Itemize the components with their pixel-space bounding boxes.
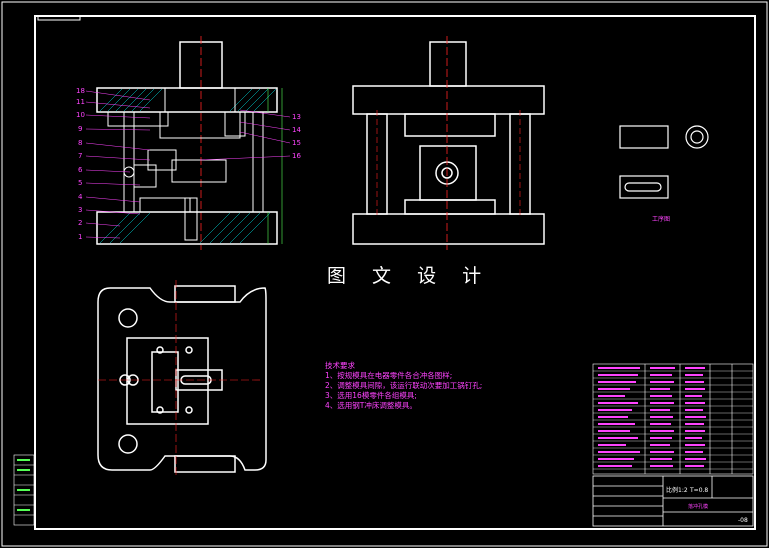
workpiece-label: 工序图 [652,215,670,223]
front-view [352,36,545,250]
label-10: 10 [76,111,85,119]
label-9: 9 [78,125,82,133]
label-13: 13 [292,113,301,121]
thickness-text: T=0.8 [689,487,708,494]
bom-table [592,363,754,475]
label-14: 14 [292,126,301,134]
part-labels-left: 18 11 10 9 8 7 6 5 4 3 2 1 [76,87,151,241]
label-18: 18 [76,87,85,95]
left-stamp-marks [17,459,30,511]
tech-item-3: 3、选用16模零件各组模具; [325,390,417,400]
code-box [37,15,81,21]
watermark-text: 图 文 设 计 [327,265,491,287]
tech-requirements: 技术要求 1、按规模具在电器零件各合冲各图样; 2、调整模具间隙，该运行联动次要… [325,360,482,410]
label-1: 1 [78,233,82,241]
scale-text: 比例1:2 [666,486,688,494]
tech-item-4: 4、选用钢T冲床调整模具。 [325,400,417,410]
plan-view [97,280,267,476]
sheet-number: -08 [738,517,748,524]
label-8: 8 [78,139,82,147]
workpiece-drawing [619,125,709,199]
part-labels-right: 13 14 15 16 [199,109,301,161]
tech-item-2: 2、调整模具间隙，该运行联动次要加工锅钉孔; [325,380,482,390]
left-stamp [13,454,35,526]
label-5: 5 [78,179,82,187]
label-11: 11 [76,98,85,106]
section-view [96,36,283,250]
label-4: 4 [78,193,83,201]
tech-title: 技术要求 [325,360,355,370]
label-2: 2 [78,219,82,227]
title-block [592,475,754,527]
label-3: 3 [78,206,82,214]
part-name-text: 落冲孔模 [688,503,708,510]
label-15: 15 [292,139,301,147]
label-16: 16 [292,152,301,160]
label-7: 7 [78,152,82,160]
tech-item-1: 1、按规模具在电器零件各合冲各图样; [325,370,452,380]
drawing-border [34,15,756,530]
label-6: 6 [78,166,83,174]
